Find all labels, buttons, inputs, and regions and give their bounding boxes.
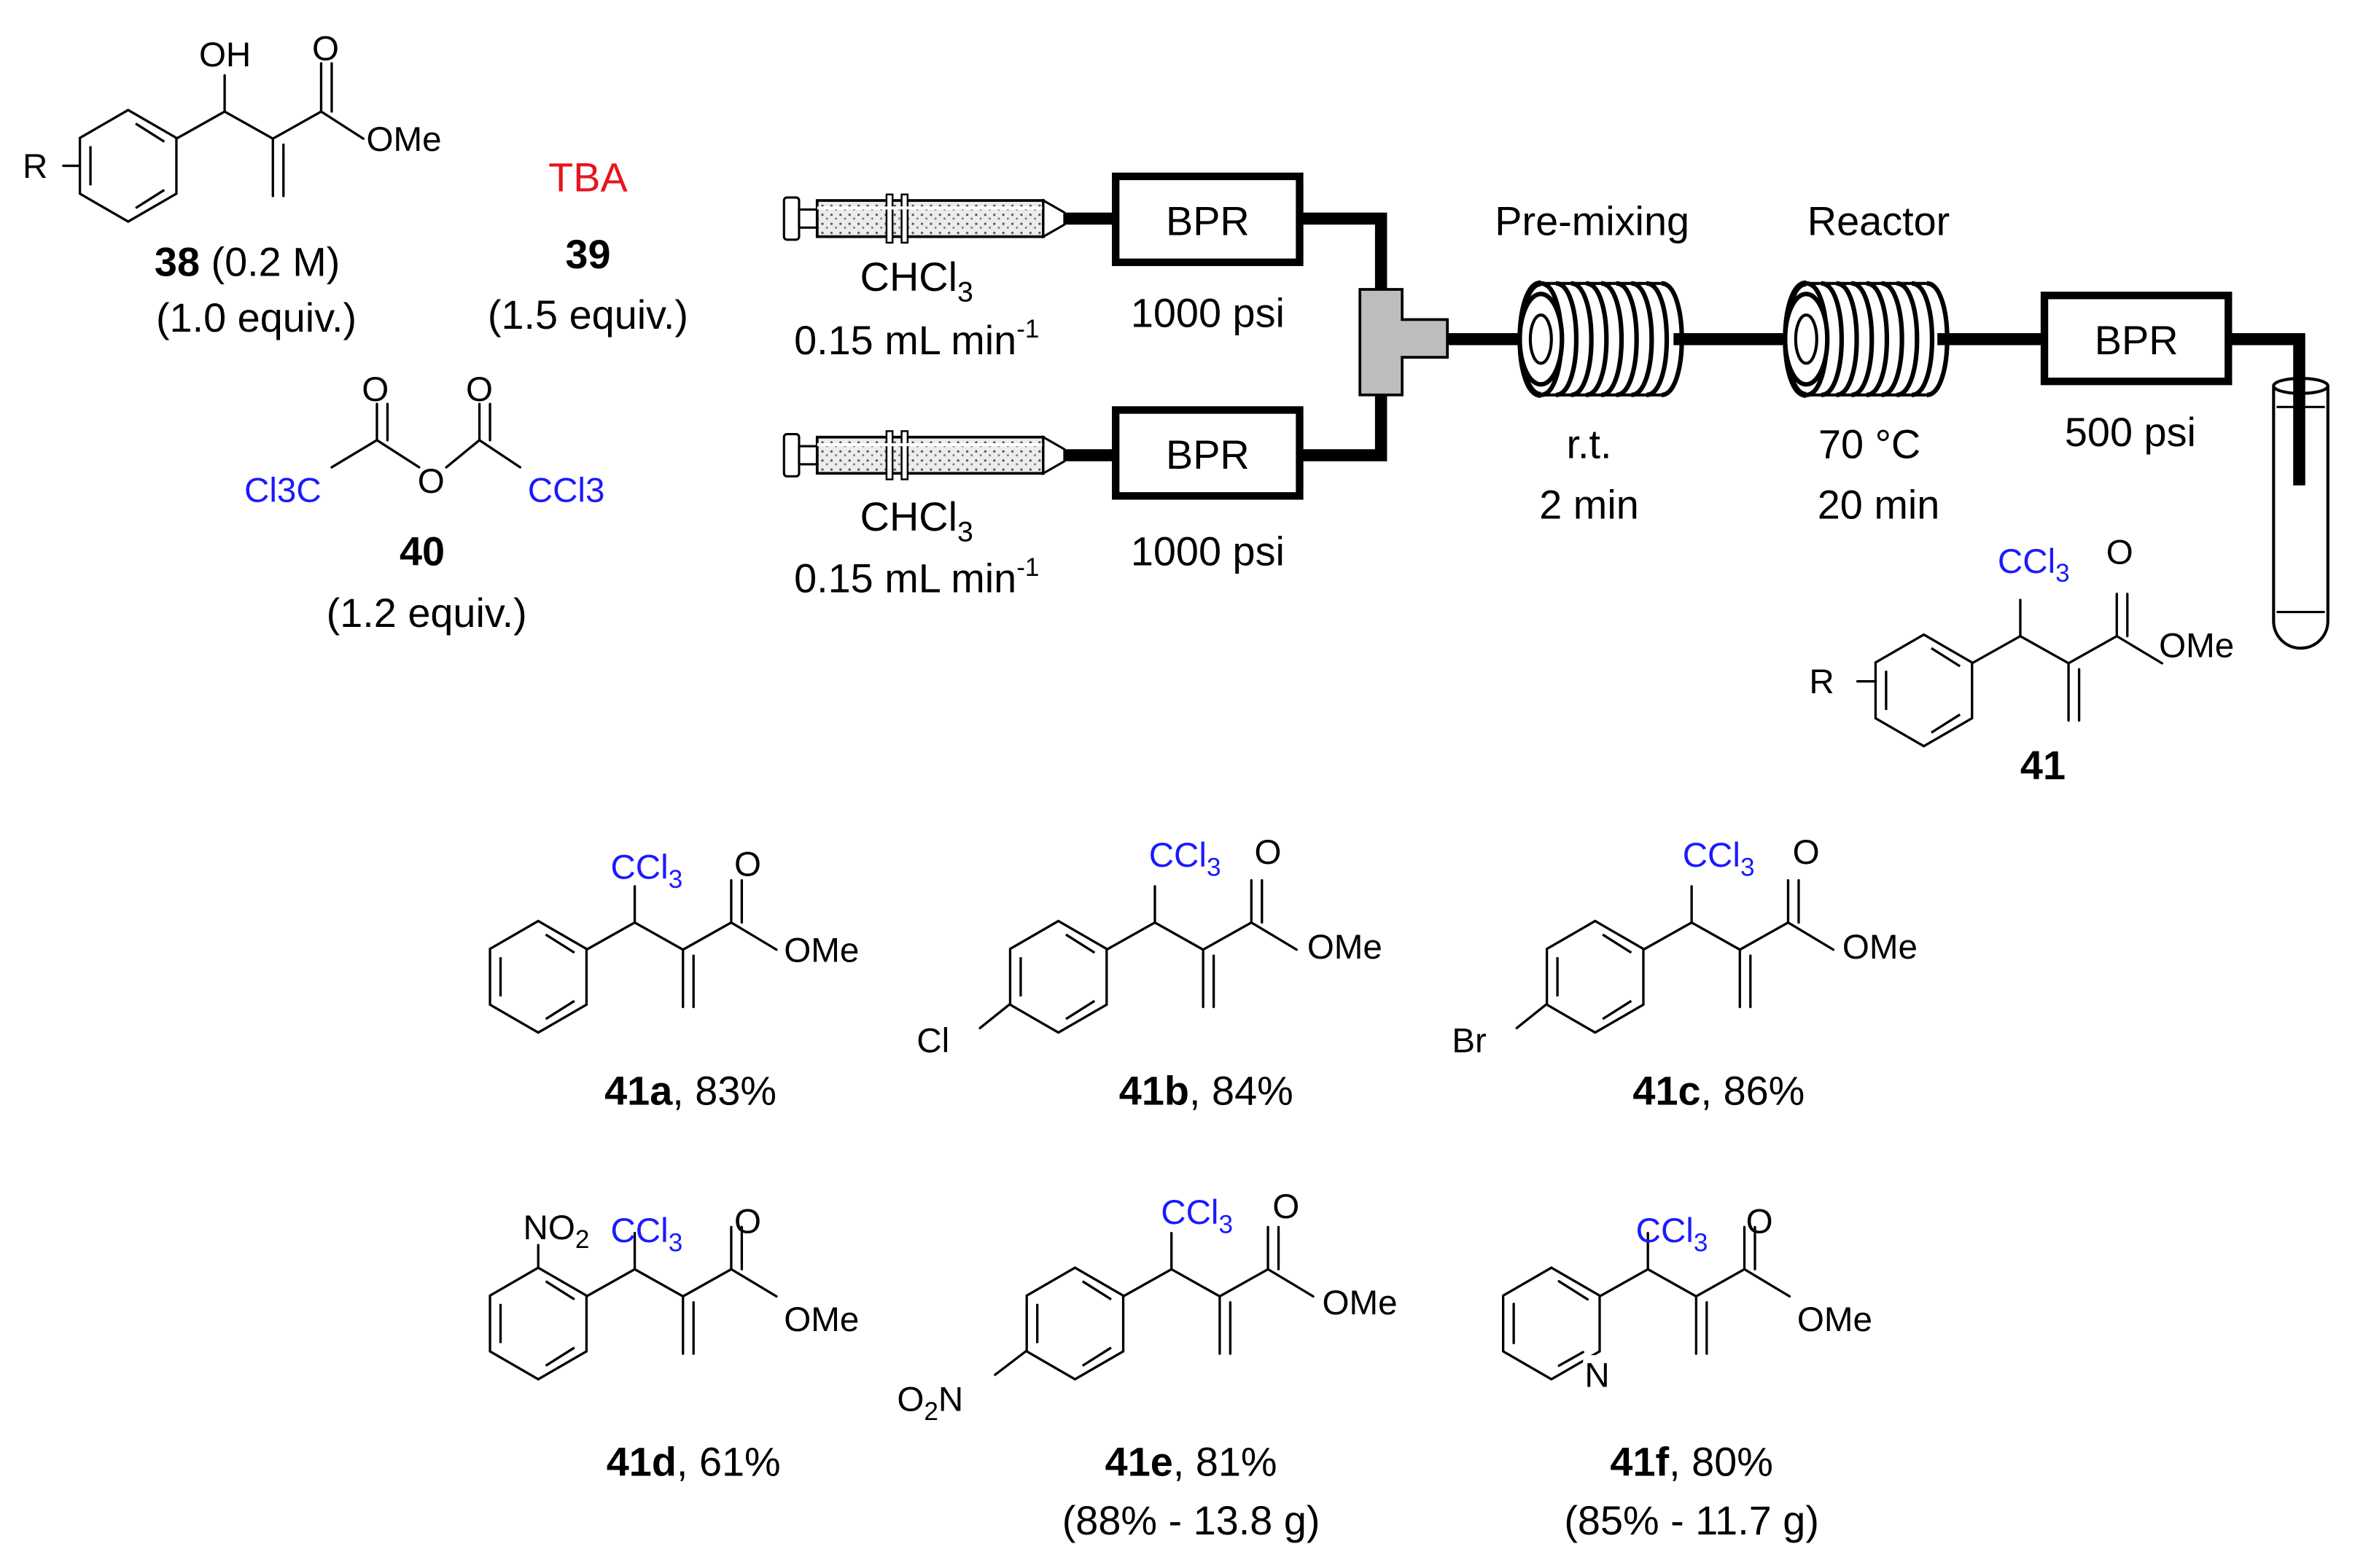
nitro-label: O2N — [897, 1381, 963, 1426]
ccl3-label: CCl3 — [528, 472, 605, 510]
product-41e-structure: CCl3 O OMe O2N — [897, 1187, 1397, 1426]
product-41a-caption: 41a, 83% — [604, 1068, 776, 1114]
carbonyl-o-label: O — [1746, 1203, 1773, 1241]
syringe-bottom-solvent: CHCl3 — [860, 494, 973, 547]
product-41f-structure: CCl3 O OMe N — [1502, 1203, 1872, 1395]
carbonyl-o-label: O — [1272, 1187, 1299, 1226]
carbonyl-o-label: O — [1793, 833, 1820, 872]
product-41c-structure: CCl3 O OMe Br — [1452, 833, 1918, 1060]
carbonyl-o1-label: O — [362, 370, 389, 409]
chloro-label: Cl — [916, 1021, 949, 1060]
reagent-38-structure: OH O OMe R — [23, 30, 442, 223]
nitro-label: NO2 — [523, 1209, 590, 1254]
reagent-40-structure: Cl3C O O O CCl3 — [244, 370, 604, 510]
product-41e-scale: (88% - 13.8 g) — [1062, 1497, 1320, 1543]
reagent-39-name: TBA — [548, 155, 628, 200]
ccl3-label: CCl3 — [1998, 542, 2070, 588]
ccl3-label: CCl3 — [610, 849, 682, 894]
flow-setup — [784, 172, 2329, 650]
bpr-1-label: BPR — [1166, 198, 1250, 244]
product-41d-structure: CCl3 O OMe NO2 — [488, 1203, 859, 1381]
premix-time: 2 min — [1539, 481, 1639, 527]
reagent-40-equiv: (1.2 equiv.) — [327, 590, 527, 636]
bpr-2-label: BPR — [1166, 432, 1250, 477]
carbonyl-o-label: O — [312, 30, 339, 69]
reagent-38-equiv: (1.0 equiv.) — [156, 295, 357, 340]
ome-label: OMe — [1323, 1284, 1398, 1322]
product-41a-structure: CCl3 O OMe — [488, 845, 859, 1034]
product-41c-caption: 41c, 86% — [1632, 1068, 1805, 1114]
ome-label: OMe — [784, 931, 859, 970]
syringe-top-icon — [784, 195, 1086, 243]
product-41-structure: CCl3 O OMe R — [1809, 533, 2234, 748]
product-41f-caption: 41f, 80% — [1610, 1438, 1772, 1484]
carbonyl-o2-label: O — [466, 370, 493, 409]
reagent-39-equiv: (1.5 equiv.) — [488, 292, 688, 338]
ome-label: OMe — [2159, 627, 2234, 666]
product-41-number: 41 — [2020, 742, 2066, 788]
carbonyl-o-label: O — [1254, 833, 1281, 872]
reagent-39-number: 39 — [565, 231, 610, 277]
reactor-temp: 70 °C — [1818, 421, 1920, 467]
bpr-3-pressure: 500 psi — [2065, 409, 2196, 455]
bpr-2-box — [1112, 406, 1304, 500]
product-41b-structure: CCl3 O OMe Cl — [916, 833, 1382, 1060]
reactor-title: Reactor — [1807, 198, 1950, 244]
bpr-3-box — [2040, 292, 2233, 386]
collection-tube-icon — [2272, 386, 2329, 650]
t-mixer-icon — [1358, 288, 1449, 397]
hydroxyl-label: OH — [199, 36, 251, 74]
reactor-coil-icon — [1785, 284, 1947, 395]
bpr-1-pressure: 1000 psi — [1131, 290, 1285, 336]
premix-coil-icon — [1519, 284, 1681, 395]
syringe-bottom-icon — [784, 431, 1086, 479]
bpr-1-box — [1112, 172, 1304, 266]
reagent-38-label: 38 (0.2 M) — [155, 238, 340, 284]
ome-label: OMe — [1842, 928, 1918, 967]
r-group-label: R — [23, 147, 47, 186]
syringe-bottom-rate: 0.15 mL min-1 — [794, 553, 1039, 601]
syringe-top-rate: 0.15 mL min-1 — [794, 315, 1039, 363]
ccl3-label: CCl3 — [1636, 1212, 1708, 1257]
ome-label: OMe — [1307, 928, 1382, 967]
bpr-2-pressure: 1000 psi — [1131, 528, 1285, 574]
ome-label: OMe — [784, 1300, 859, 1339]
product-41b-caption: 41b, 84% — [1119, 1068, 1293, 1114]
carbonyl-o-label: O — [734, 845, 761, 884]
carbonyl-o-label: O — [2106, 533, 2133, 572]
ome-label: OMe — [1797, 1300, 1872, 1339]
product-41e-caption: 41e, 81% — [1105, 1438, 1277, 1484]
ccl3-label: CCl3 — [1683, 836, 1755, 881]
ccl3-label: CCl3 — [1149, 836, 1221, 881]
ome-label: OMe — [366, 120, 441, 159]
premix-temp: r.t. — [1567, 421, 1612, 467]
cl3c-label: Cl3C — [244, 472, 322, 510]
ccl3-label: CCl3 — [610, 1212, 682, 1257]
r-group-label: R — [1809, 663, 1834, 701]
anhydride-o-label: O — [418, 462, 445, 501]
syringe-top-solvent: CHCl3 — [860, 254, 973, 308]
carbonyl-o-label: O — [734, 1203, 761, 1241]
premix-title: Pre-mixing — [1495, 198, 1689, 244]
reactor-time: 20 min — [1818, 481, 1940, 527]
pyridine-n-label: N — [1584, 1356, 1609, 1395]
bpr-3-label: BPR — [2095, 317, 2179, 363]
bromo-label: Br — [1452, 1021, 1487, 1060]
product-41d-caption: 41d, 61% — [607, 1438, 781, 1484]
product-41f-scale: (85% - 11.7 g) — [1564, 1497, 1819, 1543]
reagent-40-number: 40 — [400, 528, 445, 574]
